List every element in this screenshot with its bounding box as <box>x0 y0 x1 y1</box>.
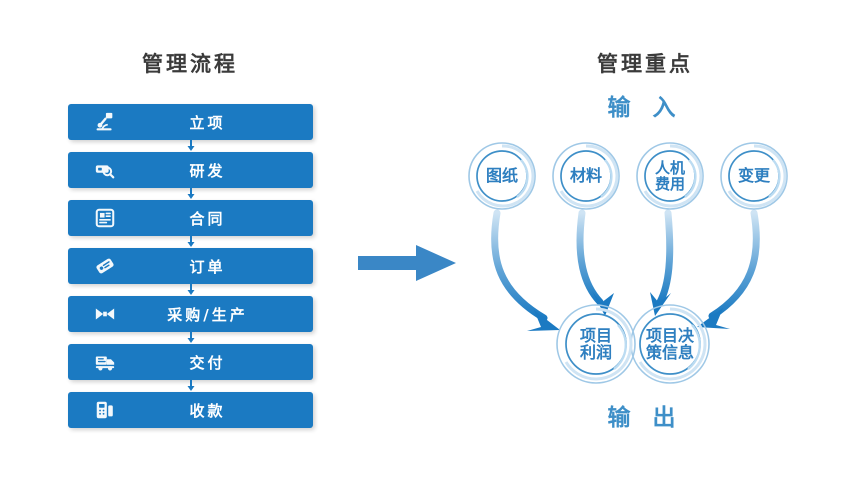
input-node-text: 材料 <box>551 141 621 211</box>
microscope-icon <box>96 112 113 131</box>
circle-rings-icon <box>720 142 788 210</box>
circle-rings-icon <box>468 142 536 210</box>
node-line-1: 材料 <box>569 166 602 186</box>
step-connector-arrow-icon <box>187 188 194 199</box>
output-node-text: 项目决 策信息 <box>629 303 711 385</box>
input-node-renjifeiyong[interactable]: 人机 费用 <box>635 141 705 211</box>
procurement-icon <box>95 308 115 320</box>
node-line-1: 图纸 <box>485 166 518 186</box>
node-line-2: 策信息 <box>645 343 694 362</box>
node-line-2: 利润 <box>579 343 612 362</box>
process-step-dingdan[interactable]: 订单 <box>68 248 313 295</box>
input-node-text: 变更 <box>719 141 789 211</box>
node-line-1: 项目决 <box>645 325 694 345</box>
order-tag-icon <box>96 258 114 274</box>
step-connector-arrow-icon <box>187 284 194 295</box>
node-line-2: 费用 <box>654 175 685 193</box>
output-node-text: 项目 利润 <box>555 303 637 385</box>
payment-terminal-icon <box>96 401 113 419</box>
process-step-label: 合同 <box>189 209 226 228</box>
flow-arrow-tuzhi <box>491 209 560 331</box>
process-step-label: 收款 <box>189 401 226 420</box>
left-panel-title: 管理流程 <box>142 52 238 76</box>
process-step-label: 采购/生产 <box>167 305 248 324</box>
right-panel-title: 管理重点 <box>597 52 693 76</box>
process-flow-list: 立项 研发 <box>68 104 313 428</box>
step-connector-arrow-icon <box>187 332 194 343</box>
process-step-shoukuan[interactable]: 收款 <box>68 392 313 428</box>
step-connector-arrow-icon <box>187 140 194 151</box>
circle-rings-icon <box>636 142 704 210</box>
process-step-yanfa[interactable]: 研发 <box>68 152 313 199</box>
flow-arrow-cailiao <box>576 209 614 316</box>
output-node-xiangmu-lirun[interactable]: 项目 利润 <box>555 303 637 385</box>
process-step-label: 研发 <box>189 161 226 180</box>
input-label: 输 入 <box>607 95 683 121</box>
output-label: 输 出 <box>607 405 683 431</box>
step-connector-arrow-icon <box>187 236 194 247</box>
process-step-jiaofu[interactable]: 交付 <box>68 344 313 391</box>
input-node-tuzhi[interactable]: 图纸 <box>467 141 537 211</box>
process-step-label: 立项 <box>189 113 226 132</box>
node-line-1: 变更 <box>737 166 770 186</box>
process-step-label: 交付 <box>189 353 226 372</box>
input-node-cailiao[interactable]: 材料 <box>551 141 621 211</box>
node-line-1: 项目 <box>579 325 612 345</box>
right-block-arrow-icon <box>358 245 456 281</box>
process-step-lixiang[interactable]: 立项 <box>68 104 313 151</box>
input-node-text: 人机 费用 <box>635 141 705 211</box>
contract-document-icon <box>95 208 115 228</box>
flow-arrow-renjifeiyong <box>650 209 674 316</box>
step-connector-arrow-icon <box>187 380 194 391</box>
input-node-biangeng[interactable]: 变更 <box>719 141 789 211</box>
process-step-hetong[interactable]: 合同 <box>68 200 313 247</box>
delivery-truck-icon <box>95 356 115 371</box>
node-line-1: 人机 <box>654 158 685 177</box>
research-magnifier-icon <box>95 165 115 179</box>
circle-rings-icon <box>552 142 620 210</box>
process-step-caigou-shengchan[interactable]: 采购/生产 <box>68 296 313 343</box>
process-step-label: 订单 <box>189 257 226 276</box>
output-node-xiangmu-juece-xinxi[interactable]: 项目决 策信息 <box>629 303 711 385</box>
input-node-text: 图纸 <box>467 141 537 211</box>
